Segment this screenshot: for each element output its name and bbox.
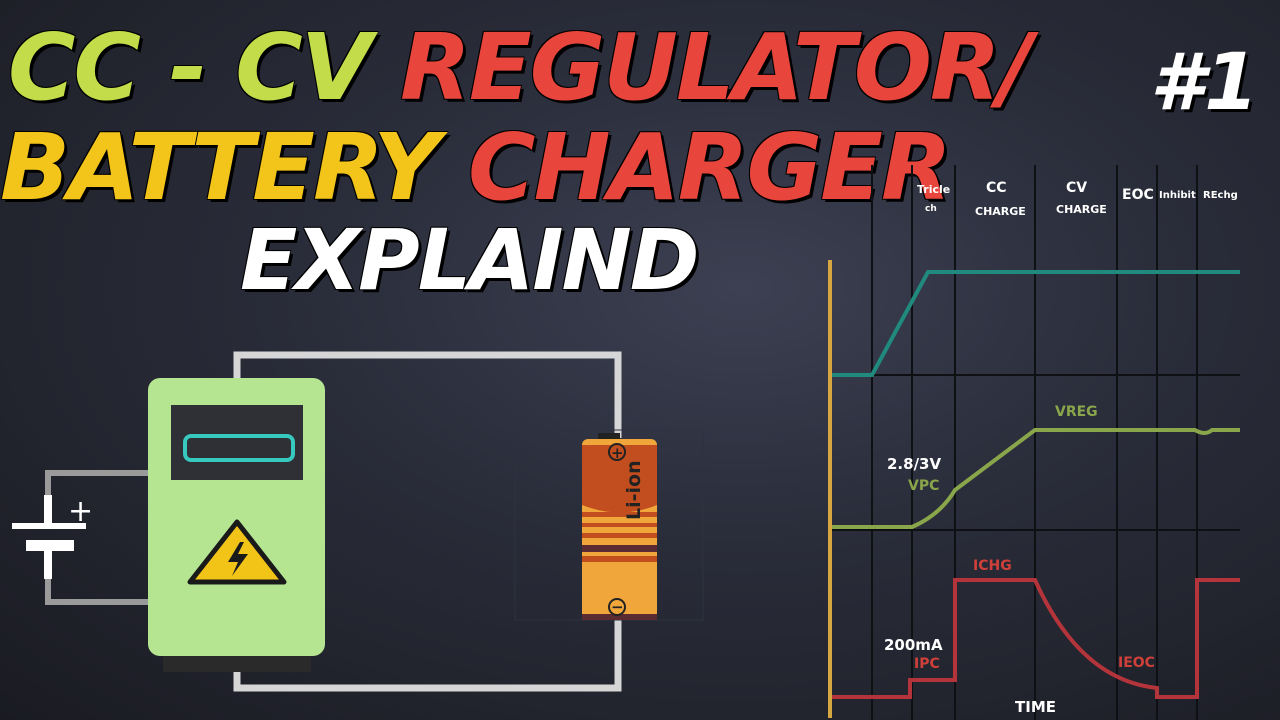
source-wires [45,470,150,605]
phase-trickle-label-1: Tricle [917,183,950,196]
title-cc-cv: CC - CV [8,14,401,121]
phase-cv-label-1: CV [1066,180,1087,196]
time-axis-label: TIME [1015,698,1056,716]
li-ion-battery: + − Li-ion [514,429,704,621]
voltage-value-label: 2.8/3V [887,455,941,473]
phase-cv-label-2: CHARGE [1056,203,1107,216]
ichg-label: ICHG [973,558,1012,574]
vreg-label: VREG [1055,404,1098,420]
charger-display [171,405,303,480]
svg-text:−: − [611,598,624,616]
battery-label: Li-ion [623,460,645,520]
title-battery: BATTERY [0,114,469,221]
title-regulator: REGULATOR/ [400,14,1032,121]
phase-inhibit-label: Inhibit [1159,190,1196,201]
source-plus-sign: + [68,494,93,529]
source-wire-top [45,470,150,497]
phase-cc-label-2: CHARGE [975,205,1026,218]
current-value-label: 200mA [884,636,943,654]
charger-display-bar [183,434,295,462]
ieoc-label: IEOC [1118,655,1155,671]
charger-device [148,378,325,672]
phase-cc-label-1: CC [986,180,1007,196]
trace-current [832,578,1240,699]
dc-source-symbol: + [12,494,93,579]
svg-text:+: + [611,444,624,462]
phase-recharge-label: REchg [1203,190,1238,201]
ipc-label: IPC [914,656,940,672]
trace-voltage [832,428,1240,529]
high-voltage-icon [187,519,287,585]
trace-power [832,270,1240,377]
vpc-label: VPC [908,478,939,494]
battery-plus-terminal [608,443,626,461]
battery-minus-terminal [608,598,626,616]
title-line-1: CC - CV REGULATOR/ [8,18,1032,118]
source-wire-bottom [45,578,150,605]
wire-top [233,351,622,438]
phase-eoc-label: EOC [1122,187,1154,203]
phase-trickle-label-2: ch [925,204,937,214]
episode-number: #1 [1150,38,1259,128]
title-explaind: EXPLAIND [240,211,700,309]
